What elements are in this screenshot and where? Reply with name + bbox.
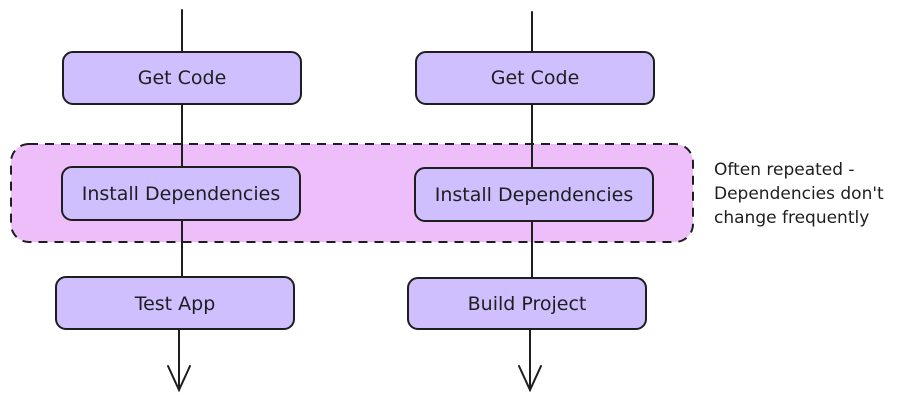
left-step-3: Test App <box>55 276 295 330</box>
left-step-1: Get Code <box>62 51 302 105</box>
left-step-1-box <box>62 51 302 105</box>
right-step-2-box <box>414 167 654 222</box>
left-step-2-label: Install Dependencies <box>82 183 280 205</box>
right-pipeline-connectors <box>518 11 542 393</box>
left-step-2-box <box>61 166 301 221</box>
note-line-2: Dependencies don't <box>714 184 884 204</box>
right-step-1: Get Code <box>415 51 655 105</box>
right-step-2: Install Dependencies <box>414 167 654 222</box>
right-step-3-label: Build Project <box>468 293 587 315</box>
note-line-1: Often repeated - <box>714 160 855 180</box>
left-step-3-label: Test App <box>134 293 216 315</box>
right-step-1-label: Get Code <box>491 67 580 89</box>
right-step-1-box <box>415 51 655 105</box>
right-step-3: Build Project <box>407 277 647 330</box>
right-step-2-label: Install Dependencies <box>435 184 633 206</box>
left-pipeline-connectors <box>167 9 191 393</box>
left-step-2: Install Dependencies <box>61 166 301 221</box>
side-note: Often repeated - Dependencies don't chan… <box>714 160 884 228</box>
note-line-3: change frequently <box>714 208 869 228</box>
left-arrowhead <box>167 365 191 393</box>
right-step-3-box <box>407 277 647 330</box>
left-step-3-box <box>55 276 295 330</box>
left-step-1-label: Get Code <box>138 67 227 89</box>
right-arrowhead <box>518 365 542 393</box>
